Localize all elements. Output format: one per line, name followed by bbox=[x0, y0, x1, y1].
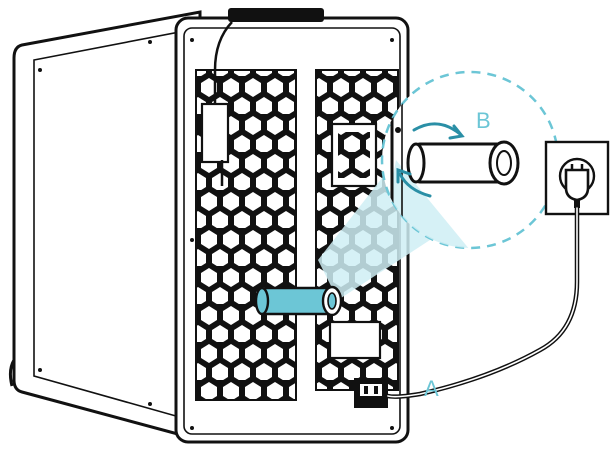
zoom-spool-rod bbox=[408, 142, 518, 184]
power-port-icon bbox=[354, 378, 388, 408]
label-plate bbox=[330, 322, 380, 358]
printer-side-panel bbox=[10, 12, 200, 440]
spool-holder-rod bbox=[256, 287, 341, 315]
wall-socket-icon bbox=[546, 142, 608, 214]
label-a: A bbox=[424, 376, 439, 401]
top-handle bbox=[228, 8, 324, 22]
left-vent-grille bbox=[196, 22, 296, 400]
cable-box bbox=[202, 104, 228, 162]
label-b: B bbox=[476, 108, 491, 133]
